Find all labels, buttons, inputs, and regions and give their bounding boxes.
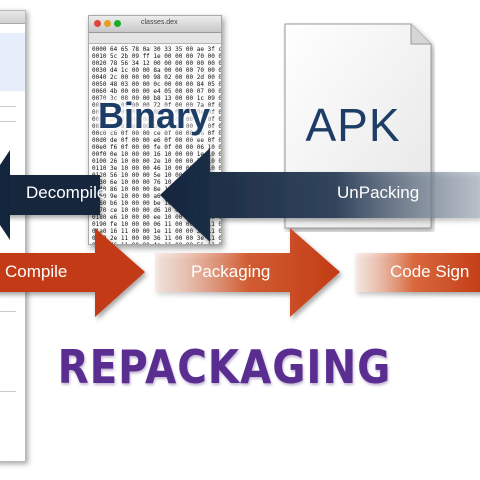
compile-label: Compile — [5, 262, 68, 281]
code-sign-label: Code Sign — [390, 262, 470, 281]
binary-label: Binary — [97, 95, 211, 136]
decompile-label: Decompile — [26, 183, 107, 202]
code-sign-arrow — [355, 253, 480, 292]
code-line — [0, 106, 16, 107]
packaging-label: Packaging — [191, 262, 271, 281]
unpacking-label: UnPacking — [337, 183, 420, 202]
code-line — [0, 311, 16, 312]
code-editor-window — [0, 10, 26, 462]
code-selection-highlight — [0, 33, 25, 91]
repackaging-title: REPACKAGING — [57, 340, 392, 394]
minimize-dot-icon — [104, 20, 111, 27]
binary-window-toolbar — [89, 33, 221, 44]
unpacking-arrow — [160, 148, 480, 242]
code-window-titlebar — [0, 11, 25, 24]
decompile-arrow-head — [0, 150, 10, 240]
binary-window-titlebar: classes.dex — [89, 16, 221, 33]
zoom-dot-icon — [114, 20, 121, 27]
decompile-arrow — [0, 175, 100, 215]
code-line — [0, 391, 16, 392]
binary-window-title: classes.dex — [141, 19, 178, 26]
apk-label: APK — [305, 99, 401, 151]
packaging-arrow — [155, 228, 340, 317]
compile-arrow — [0, 228, 145, 317]
code-line — [0, 121, 16, 122]
close-dot-icon — [94, 20, 101, 27]
